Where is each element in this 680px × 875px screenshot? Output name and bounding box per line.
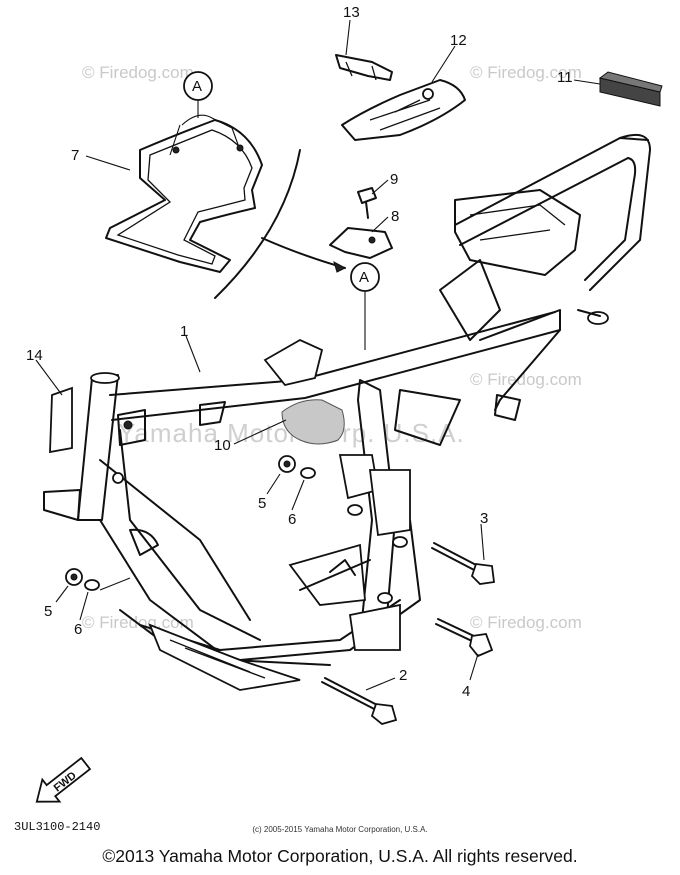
fwd-arrow: FWD [35,756,92,803]
callout-13: 13 [343,4,360,21]
ref-marker-frame: A [350,262,380,350]
cover-part-14 [35,359,73,454]
callout-7: 7 [71,147,79,164]
bolt-part-3 [431,542,496,585]
ref-a-frame-label: A [359,269,369,286]
callout-1: 1 [180,323,188,340]
callout-4: 4 [462,683,470,700]
watermark-top-left: © Firedog.com [82,63,194,82]
callout-14: 14 [26,347,43,364]
block-part-11 [598,71,663,107]
nut-washer-upper [278,455,316,479]
bag-part-12 [341,79,466,141]
diagram-code: 3UL3100-2140 [14,820,101,834]
nut-washer-lower [65,568,100,591]
callout-6-lower: 6 [74,621,82,638]
bolt-part-9 [357,187,377,219]
bracket-part-8 [329,227,393,259]
callout-2: 2 [399,667,407,684]
clip-part-13 [335,54,393,81]
callout-8: 8 [391,208,399,225]
ref-a-top-label: A [192,78,202,95]
callout-6-upper: 6 [288,511,296,528]
callout-12: 12 [450,32,467,49]
small-copyright: (c) 2005-2015 Yamaha Motor Corporation, … [252,825,428,834]
bolt-part-4 [435,618,494,658]
watermark-mid-right: © Firedog.com [470,370,582,389]
callout-labels: 13 12 11 7 9 8 1 14 10 5 6 3 5 6 2 4 [26,4,573,700]
ref-marker-top: A [183,71,213,118]
callout-11: 11 [557,69,573,86]
watermark-bottom-right: © Firedog.com [470,613,582,632]
seat-pad-part-7 [105,114,301,299]
callout-5-lower: 5 [44,603,52,620]
copyright-footer: ©2013 Yamaha Motor Corporation, U.S.A. A… [102,846,578,866]
bolt-part-2 [321,677,398,725]
leader-lines [55,19,601,691]
callout-9: 9 [390,171,398,188]
callout-5-upper: 5 [258,495,266,512]
callout-10: 10 [214,437,231,454]
watermark-top-right: © Firedog.com [470,63,582,82]
foam-part-10 [281,399,345,445]
callout-3: 3 [480,510,488,527]
main-frame-part-1 [43,134,651,691]
